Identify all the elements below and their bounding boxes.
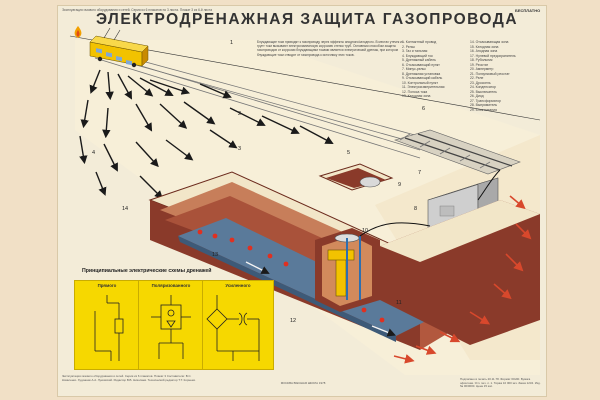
legend-item: 4. Блуждающий ток xyxy=(402,53,433,58)
drainage-well xyxy=(315,228,380,312)
trolleybus xyxy=(89,27,149,68)
callout-14: 14 xyxy=(122,206,129,212)
description-paragraph: Блуждающие токи приводят к газопроводу ч… xyxy=(257,40,404,57)
callout-9: 9 xyxy=(398,182,402,188)
scheme-panel-polarized: Поляризованного xyxy=(138,280,204,370)
legend-item: 8. Дренажная установка xyxy=(402,71,441,76)
legend-item: 2. Рельс xyxy=(402,44,416,49)
legend-item: 12. Полоса тока xyxy=(402,89,428,94)
legend-item: 20. Амперметр xyxy=(470,67,494,71)
legend-item: 14. Отсасывающая зона xyxy=(470,40,509,44)
legend-item: 6. Отсасывающий пункт xyxy=(402,62,440,67)
soil-block-right xyxy=(380,200,540,345)
return-current-arrows xyxy=(393,195,532,364)
callout-11: 11 xyxy=(396,300,402,306)
scheme-title-direct: Прямого xyxy=(97,283,117,288)
legend-item: 24. Конденсатор xyxy=(470,85,496,89)
legend-item: 21. Ползунковый реостат xyxy=(470,71,510,76)
pipe-current-arrows xyxy=(245,261,396,337)
rail-cable xyxy=(477,169,501,201)
callout-3: 3 xyxy=(238,146,242,152)
legend-item: 25. Выключатель xyxy=(470,89,497,94)
callout-1: 1 xyxy=(230,40,234,46)
callout-4: 4 xyxy=(92,150,96,156)
scheme-title-amplified: Усиленного xyxy=(225,283,251,288)
legend-item: 29. Блок питания xyxy=(470,107,497,112)
legend-item: 13. Катодная зона xyxy=(402,94,431,98)
scheme-amplified-diagram xyxy=(206,295,260,361)
scheme-title-polarized: Поляризованного xyxy=(151,283,191,288)
scheme-panel-amplified: Усиленного xyxy=(202,280,274,370)
legend-item: 17. Нулевой предохранитель xyxy=(470,53,516,58)
page-title: ЭЛЕКТРОДРЕНАЖНАЯ ЗАЩИТА ГАЗОПРОВОДА xyxy=(96,11,519,28)
gas-flame-icon xyxy=(74,26,82,38)
footer-publisher: МОСКВА ВЫСШАЯ ШКОЛА 1978 xyxy=(280,381,326,385)
legend-item: 11. Электроизмерительная xyxy=(402,85,445,89)
free-label: БЕСПЛАТНО xyxy=(515,8,541,13)
footer-imprint: Подписано в печать 20.11.78. Формат 60x9… xyxy=(460,377,541,389)
legend-item: 28. Выпрямитель xyxy=(470,103,498,107)
legend-item: 5. Дренажный кабель xyxy=(402,58,436,62)
legend-item: 27. Трансформатор xyxy=(470,98,501,103)
callout-6: 6 xyxy=(422,106,426,112)
callout-2: 2 xyxy=(238,111,242,117)
callout-13: 13 xyxy=(212,252,219,258)
legend-item: 26. Диод xyxy=(470,94,484,98)
callout-5: 5 xyxy=(347,150,351,156)
legend-item: 16. Анодная зона xyxy=(470,49,498,53)
stray-current-arrows xyxy=(79,69,334,199)
legend-item: 3. Газ и тальная xyxy=(402,49,428,53)
legend-item: 7. Минус-рельс xyxy=(402,67,426,71)
legend-item: 10. Контрольный пункт xyxy=(402,80,439,85)
contact-wire xyxy=(69,35,541,121)
callout-8: 8 xyxy=(414,206,418,212)
rail-track-section xyxy=(394,129,521,175)
drainage-cable xyxy=(359,222,431,237)
scheme-panel-direct: Прямого xyxy=(74,280,140,370)
control-manhole xyxy=(318,163,394,191)
callout-7: 7 xyxy=(418,170,422,176)
schemes-title: Принципиальные электрические схемы дрена… xyxy=(82,268,212,274)
footer-credits: Эксплуатация газового оборудования и сет… xyxy=(62,374,196,382)
legend-item: 9. Отсасывающий кабель xyxy=(402,76,443,80)
legend-item: 22. Реле xyxy=(470,76,484,80)
legend-item: 19. Реостат xyxy=(470,62,489,67)
legend-item: 1. Контактный провод xyxy=(402,40,437,44)
callout-12: 12 xyxy=(290,318,297,324)
legend-item: 23. Дроссель xyxy=(470,80,491,85)
gas-pipe xyxy=(178,218,432,342)
scheme-polarized-diagram xyxy=(151,295,191,359)
legend-item: 18. Рубильник xyxy=(470,58,493,62)
legend-item: 15. Катодная зона xyxy=(470,44,499,49)
header-note: Эксплуатация газового оборудования и сет… xyxy=(62,8,212,12)
callout-10: 10 xyxy=(362,228,369,234)
scheme-direct-diagram xyxy=(94,295,124,361)
